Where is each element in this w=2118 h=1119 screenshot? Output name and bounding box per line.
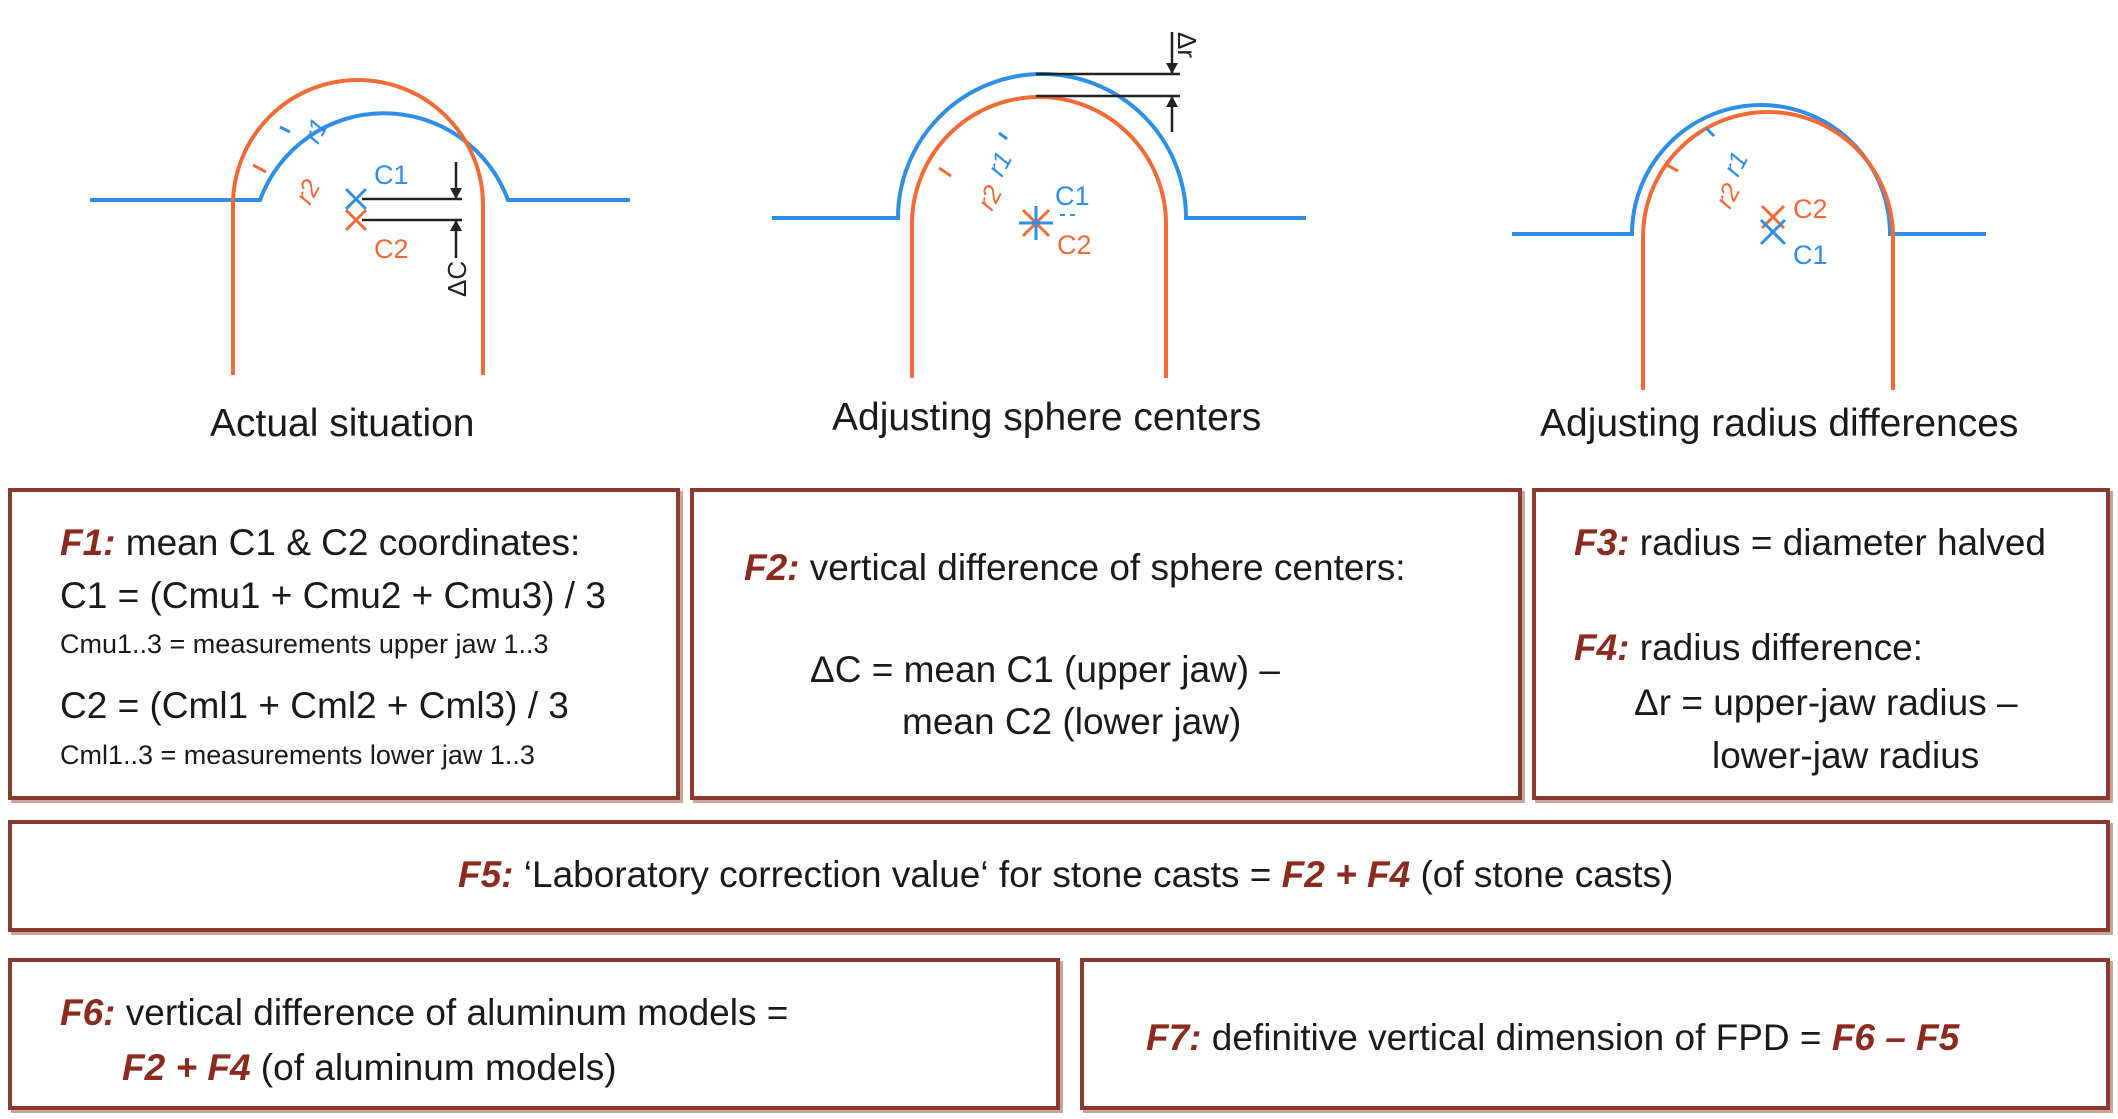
label-c1: C1 [1793, 240, 1828, 270]
label-c1: C1 [374, 160, 409, 190]
f6-heading: F6: vertical difference of aluminum mode… [60, 992, 788, 1034]
f6-text-b: (of aluminum models) [250, 1047, 617, 1088]
f3-text: radius = diameter halved [1639, 522, 2046, 563]
caption-adjusting-radius-differences: Adjusting radius differences [1540, 402, 2019, 445]
f5-ref: F2 + F4 [1281, 854, 1411, 895]
label-delta-r: Δr [1172, 32, 1202, 58]
f6-line2: F2 + F4 (of aluminum models) [122, 1047, 617, 1089]
caption-actual-situation: Actual situation [210, 402, 475, 445]
f1-line2: C2 = (Cml1 + Cml2 + Cml3) / 3 [60, 685, 569, 726]
caption-adjusting-sphere-centers: Adjusting sphere centers [832, 396, 1262, 439]
label-r1: r1 [981, 146, 1018, 181]
f6-tag: F6: [60, 992, 116, 1033]
f2-line1: ΔC = mean C1 (upper jaw) – [810, 649, 1280, 690]
formula-box-f2: F2: vertical difference of sphere center… [690, 488, 1522, 800]
f1-title: mean C1 & C2 coordinates: [125, 522, 581, 563]
label-delta-c: ΔC [442, 261, 472, 297]
f1-note2: Cml1..3 = measurements lower jaw 1..3 [60, 740, 535, 770]
f3-heading: F3: radius = diameter halved [1574, 522, 2046, 564]
f5-text: F5: ‘Laboratory correction value‘ for st… [458, 854, 1673, 896]
formula-box-f1: F1: mean C1 & C2 coordinates: C1 = (Cmu1… [8, 488, 680, 800]
lower-jaw-profile [1641, 110, 1895, 390]
f2-title: vertical difference of sphere centers: [809, 547, 1406, 588]
f6-title: vertical difference of aluminum models = [125, 992, 789, 1033]
f4-line1: Δr = upper-jaw radius – [1634, 682, 2018, 723]
label-r2: r2 [289, 174, 327, 209]
f7-tag: F7: [1146, 1017, 1202, 1058]
f5-text-b: (of stone casts) [1410, 854, 1674, 895]
label-c2: C2 [374, 234, 409, 264]
center-c1-c2-marker [1019, 206, 1080, 240]
formula-box-f6: F6: vertical difference of aluminum mode… [8, 958, 1060, 1110]
f7-body: definitive vertical dimension of FPD = [1211, 1017, 1832, 1058]
formula-box-f5: F5: ‘Laboratory correction value‘ for st… [8, 820, 2110, 932]
label-r2: r2 [1709, 178, 1747, 213]
panel-adjusting-radius-differences: r1 r2 C2 C1 [1512, 103, 1986, 390]
sphere-diagrams: r1 r2 C1 C2 ΔC r1 r2 C1 C2 Δr [90, 32, 1986, 390]
f4-heading: F4: radius difference: [1574, 627, 1923, 669]
f1-heading: F1: mean C1 & C2 coordinates: [60, 522, 580, 564]
formula-box-f3-f4: F3: radius = diameter halved F4: radius … [1532, 488, 2110, 800]
f4-tag: F4: [1574, 627, 1630, 668]
f4-title: radius difference: [1639, 627, 1923, 668]
label-c2: C2 [1793, 194, 1828, 224]
f7-ref: F6 – F5 [1831, 1017, 1960, 1058]
center-c2-marker [344, 208, 368, 232]
label-r2: r2 [971, 180, 1009, 215]
center-c1-marker [1759, 218, 1787, 246]
panel-actual-situation: r1 r2 C1 C2 ΔC [90, 78, 630, 375]
f4-line2: lower-jaw radius [1712, 735, 1980, 776]
f6-ref: F2 + F4 [122, 1047, 251, 1088]
delta-r-dimension [1036, 32, 1180, 132]
label-c2: C2 [1057, 230, 1092, 260]
f2-heading: F2: vertical difference of sphere center… [744, 547, 1406, 589]
f5-tag: F5: [458, 854, 514, 895]
f2-line2: mean C2 (lower jaw) [902, 701, 1242, 742]
label-r1: r1 [1717, 146, 1754, 181]
f5-text-a: ‘Laboratory correction value‘ for stone … [523, 854, 1282, 895]
lower-jaw-profile [910, 95, 1168, 378]
f3-tag: F3: [1574, 522, 1630, 563]
panel-adjusting-sphere-centers: r1 r2 C1 C2 Δr [772, 32, 1306, 378]
center-c1-marker [344, 187, 368, 211]
f1-line1: C1 = (Cmu1 + Cmu2 + Cmu3) / 3 [60, 575, 606, 616]
formula-box-f7: F7: definitive vertical dimension of FPD… [1080, 958, 2110, 1110]
delta-c-dimension [362, 162, 462, 258]
f2-tag: F2: [744, 547, 800, 588]
f1-note1: Cmu1..3 = measurements upper jaw 1..3 [60, 629, 549, 659]
upper-jaw-profile [90, 111, 630, 202]
lower-jaw-profile [231, 78, 485, 375]
label-c1: C1 [1055, 181, 1090, 211]
f7-text: F7: definitive vertical dimension of FPD… [1146, 1017, 1959, 1059]
f1-tag: F1: [60, 522, 116, 563]
